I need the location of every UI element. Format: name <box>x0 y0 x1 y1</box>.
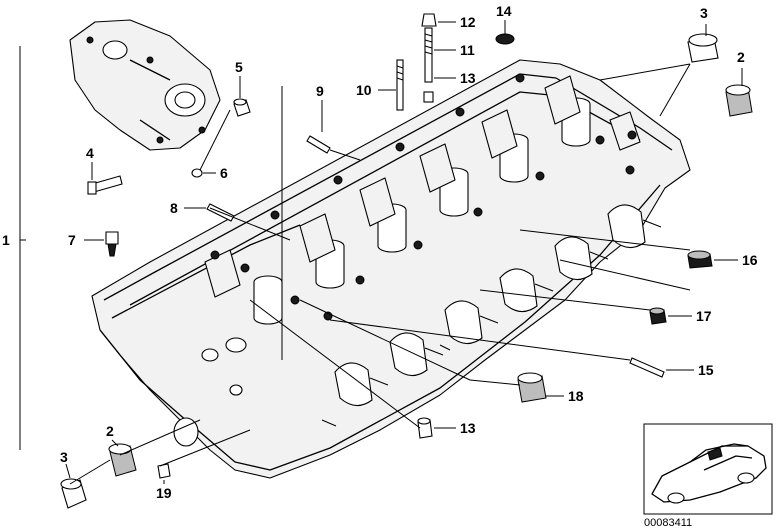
callout-16: 16 <box>742 252 758 268</box>
callout-12: 12 <box>460 14 476 30</box>
callout-3-bottom: 3 <box>60 449 68 465</box>
exhaust-ports <box>334 204 646 407</box>
part-cam-carrier-unit <box>69 19 221 151</box>
exhaust-studs <box>321 219 662 427</box>
part-seal-ring <box>495 33 515 45</box>
part-cap-plug-top <box>687 33 719 63</box>
callout-15: 15 <box>698 362 714 378</box>
callout-11: 11 <box>460 42 475 58</box>
callout-13-bottom: 13 <box>460 420 476 436</box>
part-sleeve-13 <box>417 417 433 439</box>
callout-labels: 1 2 3 4 5 6 7 8 9 10 11 12 13 14 15 16 1… <box>2 3 758 501</box>
part-stud-stack <box>421 13 437 103</box>
head-end-plugs <box>173 337 247 447</box>
part-cap-18 <box>517 372 547 403</box>
callout-2-bottom: 2 <box>106 423 114 439</box>
part-sleeve-19 <box>157 463 171 479</box>
cam-bearing-pedestals <box>204 75 641 298</box>
part-plug-17 <box>649 307 667 325</box>
callout-7: 7 <box>68 232 76 248</box>
part-plug-16 <box>687 250 713 269</box>
head-bolts <box>210 73 637 321</box>
callout-10: 10 <box>356 82 372 98</box>
part-bolt-4 <box>87 175 123 195</box>
leader-lines <box>19 20 743 485</box>
callout-5: 5 <box>235 59 243 75</box>
part-bushing <box>233 98 251 117</box>
part-o-ring <box>191 168 203 178</box>
callout-19: 19 <box>156 485 172 501</box>
part-bearing-plug-bottom <box>108 443 137 477</box>
callout-18: 18 <box>568 388 584 404</box>
part-stud-15 <box>629 357 665 378</box>
vehicle-thumbnail <box>643 423 773 515</box>
diagram-code: 00083411 <box>644 517 692 528</box>
callout-1: 1 <box>2 232 10 248</box>
callout-13-top: 13 <box>460 70 476 86</box>
part-long-stud <box>396 59 404 111</box>
callout-9: 9 <box>316 83 324 99</box>
callout-2-top: 2 <box>737 49 745 65</box>
car-icon <box>651 443 767 504</box>
callout-17: 17 <box>696 308 712 324</box>
callout-14: 14 <box>496 3 512 19</box>
tappet-1 <box>253 275 283 325</box>
callout-8: 8 <box>170 200 178 216</box>
part-stud-9 <box>306 135 331 154</box>
callout-3-top: 3 <box>700 5 708 21</box>
callout-6: 6 <box>220 165 228 181</box>
callout-4: 4 <box>86 145 94 161</box>
part-cap-plug-bottom <box>60 478 87 509</box>
part-bearing-plug-top <box>725 84 753 117</box>
part-sensor-7 <box>105 231 119 257</box>
